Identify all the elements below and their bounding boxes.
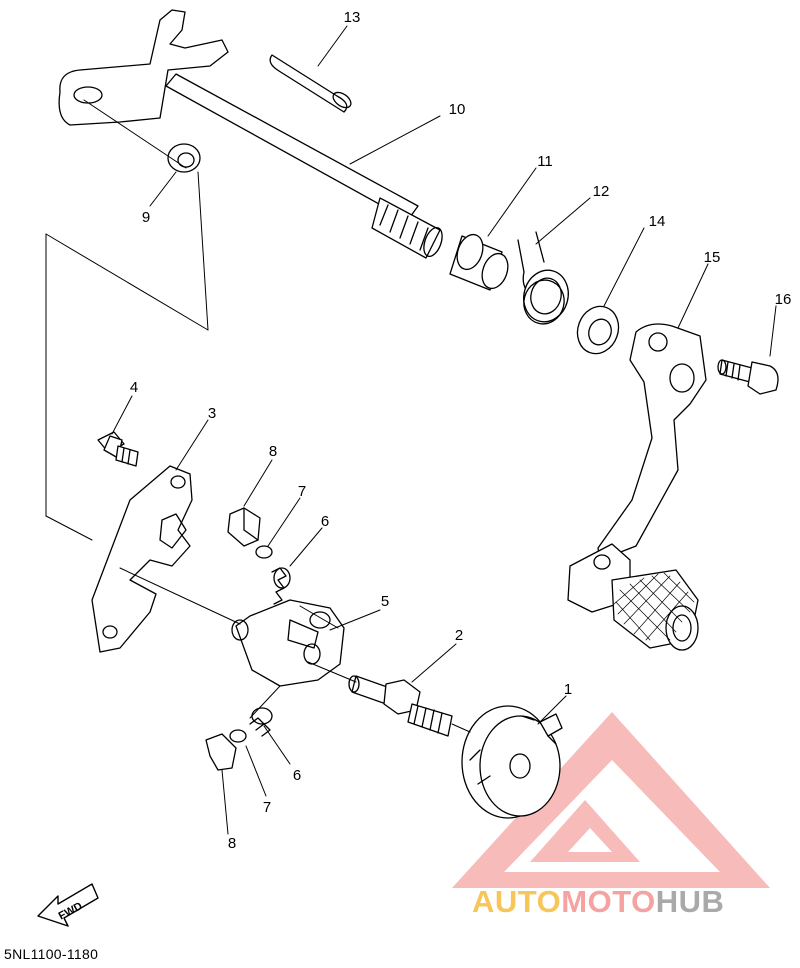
part-label: 7 bbox=[263, 799, 271, 816]
part-label: 7 bbox=[298, 483, 306, 500]
part-label: 6 bbox=[293, 767, 301, 784]
part-label: 11 bbox=[537, 153, 553, 170]
part-13-pin bbox=[269, 54, 352, 113]
part-label: 8 bbox=[228, 835, 236, 852]
part-label: 8 bbox=[269, 443, 277, 460]
part-label: 4 bbox=[130, 379, 138, 396]
part-11-collar bbox=[449, 233, 509, 291]
part-5-shift-segment bbox=[231, 599, 345, 687]
part-2-stopper-bolt bbox=[348, 675, 453, 737]
part-label: 2 bbox=[455, 627, 463, 644]
watermark-part-moto: MOTO bbox=[561, 884, 656, 919]
part-8-pawl-lower bbox=[205, 733, 237, 771]
part-label: 9 bbox=[142, 209, 150, 226]
part-14-washer bbox=[576, 305, 620, 355]
part-9-oil-seal bbox=[167, 143, 201, 173]
part-label: 12 bbox=[593, 183, 610, 200]
part-number-labels: 13 10 11 12 14 15 16 9 4 3 8 7 6 5 2 1 6… bbox=[130, 9, 792, 852]
watermark-part-hub: HUB bbox=[655, 884, 725, 919]
fwd-arrow-icon bbox=[37, 883, 99, 927]
part-15-shift-pedal bbox=[567, 323, 707, 651]
part-1-drum-segment bbox=[461, 705, 563, 819]
part-6-spring-upper bbox=[271, 567, 291, 605]
watermark-part-auto: AUTO bbox=[472, 884, 562, 919]
part-16-bolt bbox=[717, 359, 779, 395]
part-label: 5 bbox=[381, 593, 389, 610]
watermark-brand-text: AUTOMOTOHUB bbox=[472, 884, 724, 920]
part-label: 15 bbox=[704, 249, 721, 266]
part-8-pawl-upper bbox=[227, 507, 261, 547]
part-label: 1 bbox=[564, 681, 572, 698]
catalog-code: 5NL1100-1180 bbox=[4, 946, 99, 962]
assembly-lines bbox=[45, 99, 471, 733]
part-6-spring-lower bbox=[249, 707, 273, 737]
part-7-pin-lower bbox=[229, 729, 247, 743]
part-label: 16 bbox=[775, 291, 792, 308]
part-12-torsion-spring bbox=[517, 231, 569, 325]
part-10-shift-shaft bbox=[58, 9, 443, 259]
part-7-pin-upper bbox=[255, 545, 273, 559]
part-label: 6 bbox=[321, 513, 329, 530]
part-label: 14 bbox=[649, 213, 666, 230]
part-label: 13 bbox=[344, 9, 361, 26]
leader-lines bbox=[111, 25, 777, 835]
part-4-bolt bbox=[97, 431, 139, 467]
watermark-logo-triangle bbox=[452, 712, 770, 888]
part-label: 10 bbox=[449, 101, 466, 118]
part-3-segment-plate bbox=[91, 465, 193, 653]
part-label: 3 bbox=[208, 405, 216, 422]
